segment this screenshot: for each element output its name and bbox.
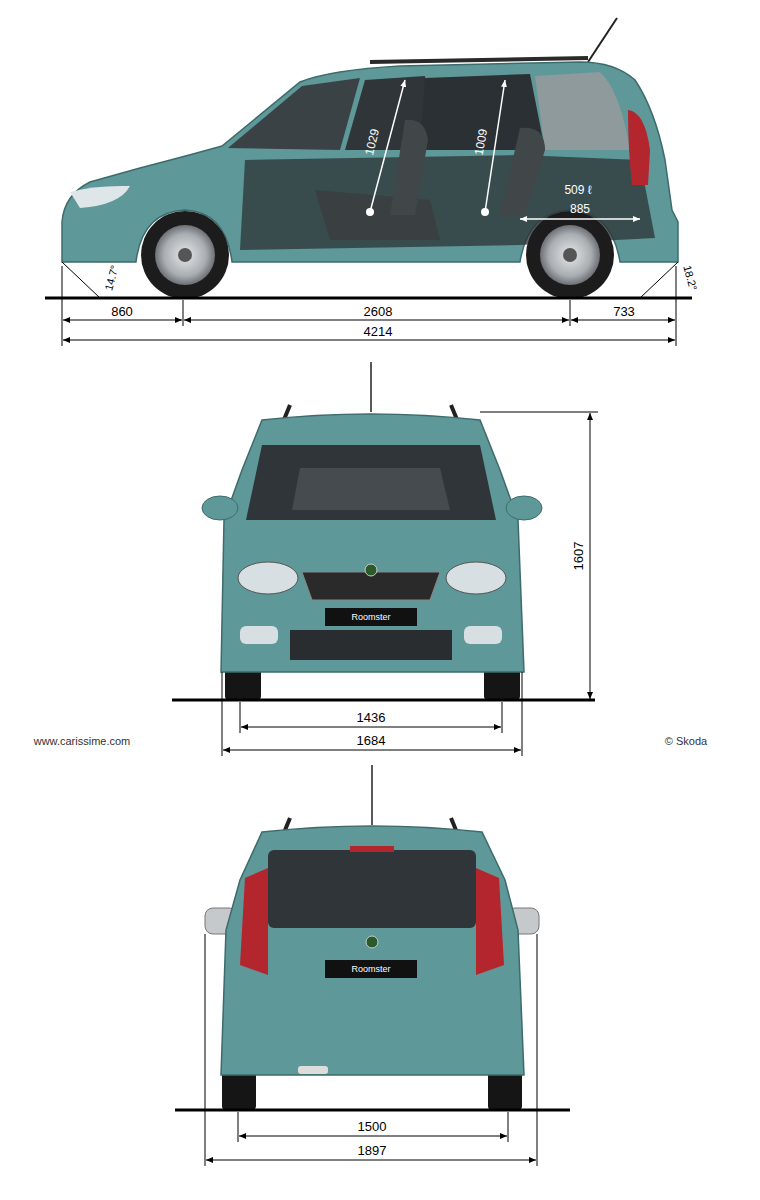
front-overhang: 860 — [111, 305, 133, 318]
rear-view — [175, 765, 570, 1166]
copyright: © Skoda — [665, 736, 707, 747]
watermark: www.carissime.com — [34, 736, 131, 747]
front-view — [172, 362, 598, 756]
mirror-width: 1897 — [358, 1144, 387, 1157]
rear-track: 1500 — [358, 1120, 387, 1133]
approach-angle: 14.7° — [103, 264, 120, 292]
overall-length: 4214 — [364, 325, 393, 338]
boot-volume: 509 ℓ — [564, 184, 591, 196]
boot-length: 885 — [570, 203, 590, 215]
overall-height: 1607 — [572, 542, 585, 571]
side-view — [45, 18, 692, 346]
plate-text: Roomster — [351, 613, 390, 622]
rear-overhang: 733 — [613, 305, 635, 318]
plate-text: Roomster — [351, 965, 390, 974]
front-track: 1436 — [357, 711, 386, 724]
overall-width: 1684 — [357, 734, 386, 747]
wheelbase: 2608 — [364, 305, 393, 318]
departure-angle: 18.2° — [681, 264, 698, 292]
